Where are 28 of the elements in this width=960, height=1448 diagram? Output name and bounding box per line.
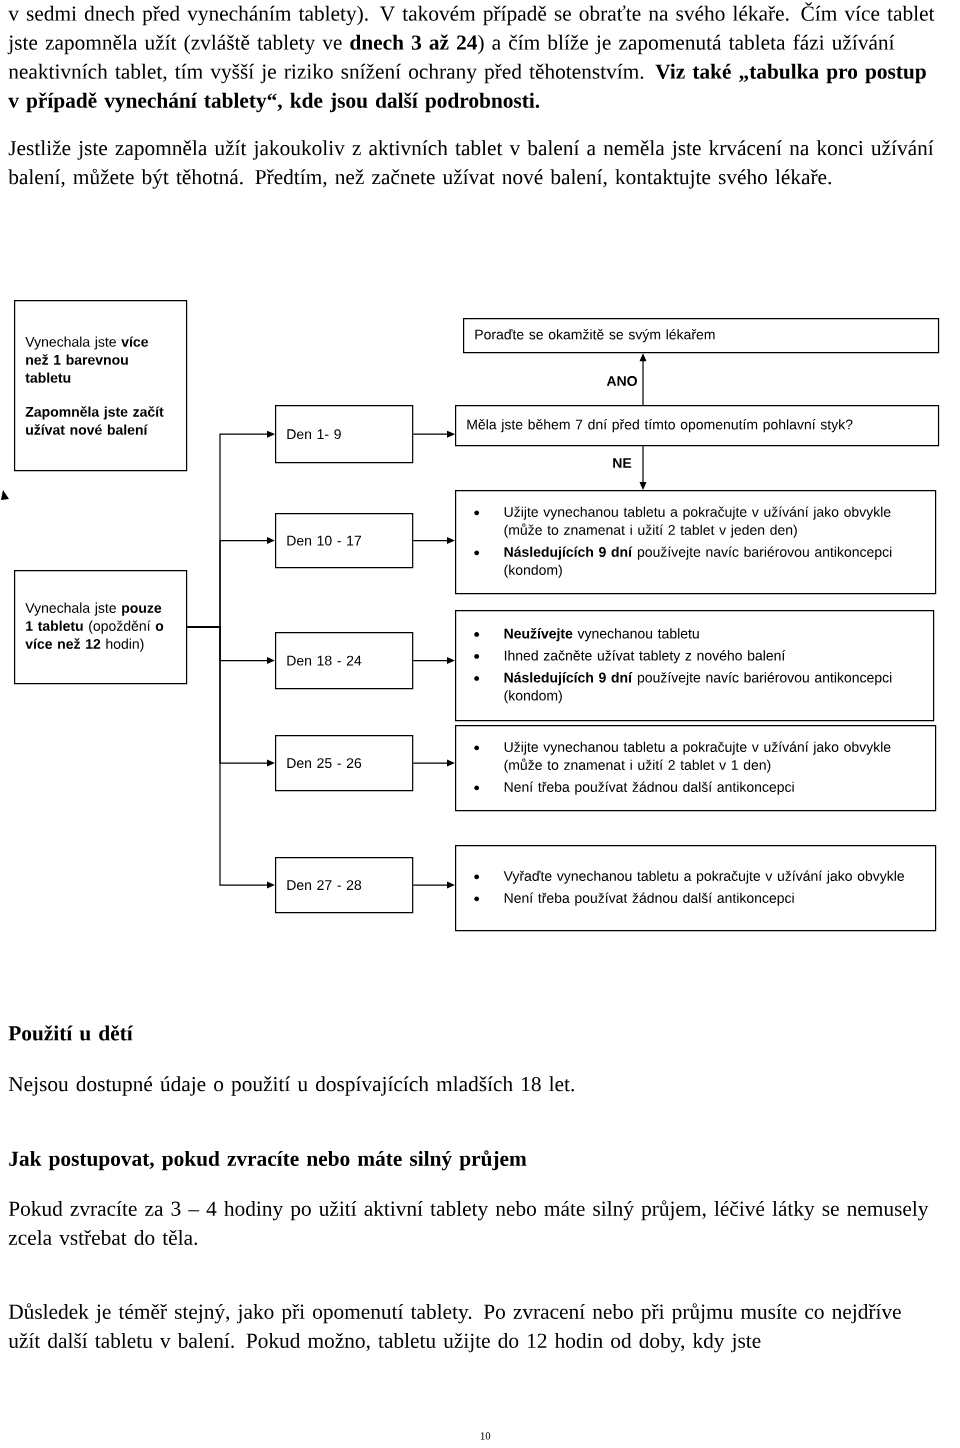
edge-label: NE	[610, 456, 634, 470]
page-number: 10	[480, 1432, 491, 1440]
paragraph: Důsledek je téměř stejný, jako při opomenutí tablety. Po zvracení nebo při průjmu musíte co nejdříve užít další tabletu v balení. Pokud možno, tabletu užijte do 12 hodin od doby, kdy jste	[8, 1303, 901, 1353]
paragraph: v sedmi dnech před vynecháním tablety). V takovém případě se obraťte na svého lékaře. Čím více tablet jste zapomněla užít (zvláště tablety ve dnech 3 až 24) a čím blíže je zapomenutá tableta fázi užívání neaktivních tablet, tím vyšší je riziko snížení ochrany před těhotenstvím. Viz také „tabulka pro postup v případě vynechání tablety“, kde jsou další podrobnosti.	[7, 2, 935, 113]
instruction-box: Neužívejte vynechanou tabletu Ihned začněte užívat tablety z nového balení Následujících 9 dní používejte navíc bariérovou antikoncepci (kondom)	[455, 610, 935, 722]
arrow	[412, 430, 455, 438]
day-range-box: Den 1- 9	[275, 405, 414, 464]
paragraph: Pokud zvracíte za 3 – 4 hodiny po užití aktivní tablety nebo máte silný průjem, léčivé látky se nemusely zcela vstřebat do těla.	[8, 1200, 929, 1246]
condition-box: Vynechala jste více než 1 barevnou tabletu Zapomněla jste začít užívat nové balení	[14, 300, 188, 472]
result-box: Poraďte se okamžitě se svým lékařem	[463, 318, 940, 354]
paragraph: Jestliže jste zapomněla užít jakoukoliv z aktivních tablet v balení a neměla jste krvácení na konci užívání balení, můžete být těhotná. Předtím, než začnete užívat nové balení, kontaktujte svého lékaře.	[8, 140, 934, 189]
question-box: Měla jste během 7 dní před tímto opomenutím pohlavní styk?	[455, 405, 940, 447]
day-range-box: Den 10 - 17	[275, 513, 414, 569]
day-range-box: Den 27 - 28	[275, 857, 414, 914]
arrow	[186, 626, 275, 889]
section-heading: Použití u dětí	[8, 1025, 133, 1041]
instruction-box: Vyřaďte vynechanou tabletu a pokračujte v užívání jako obvykle Není třeba používat žádnou další antikoncepci	[455, 845, 937, 932]
instruction-box: Užijte vynechanou tabletu a pokračujte v užívání jako obvykle (může to znamenat i užití 2 tablet v jeden den) Následujících 9 dní používejte navíc bariérovou antikoncepci (kondom)	[455, 490, 937, 595]
paragraph: Nejsou dostupné údaje o použití u dospívajících mladších 18 let.	[8, 1076, 574, 1096]
condition-box: Vynechala jste pouze 1 tabletu (opoždění o více než 12 hodin)	[14, 570, 188, 685]
edge-label: ANO	[605, 374, 639, 388]
day-range-box: Den 25 - 26	[275, 735, 414, 792]
day-range-box: Den 18 - 24	[275, 632, 414, 690]
instruction-box: Užijte vynechanou tabletu a pokračujte v užívání jako obvykle (může to znamenat i užití 2 tablet v 1 den) Není třeba používat žádnou další antikoncepci	[455, 725, 937, 812]
arrow	[412, 881, 455, 889]
section-heading: Jak postupovat, pokud zvracíte nebo máte silný průjem	[9, 1150, 527, 1171]
arrow	[412, 759, 455, 767]
arrow	[639, 445, 647, 490]
